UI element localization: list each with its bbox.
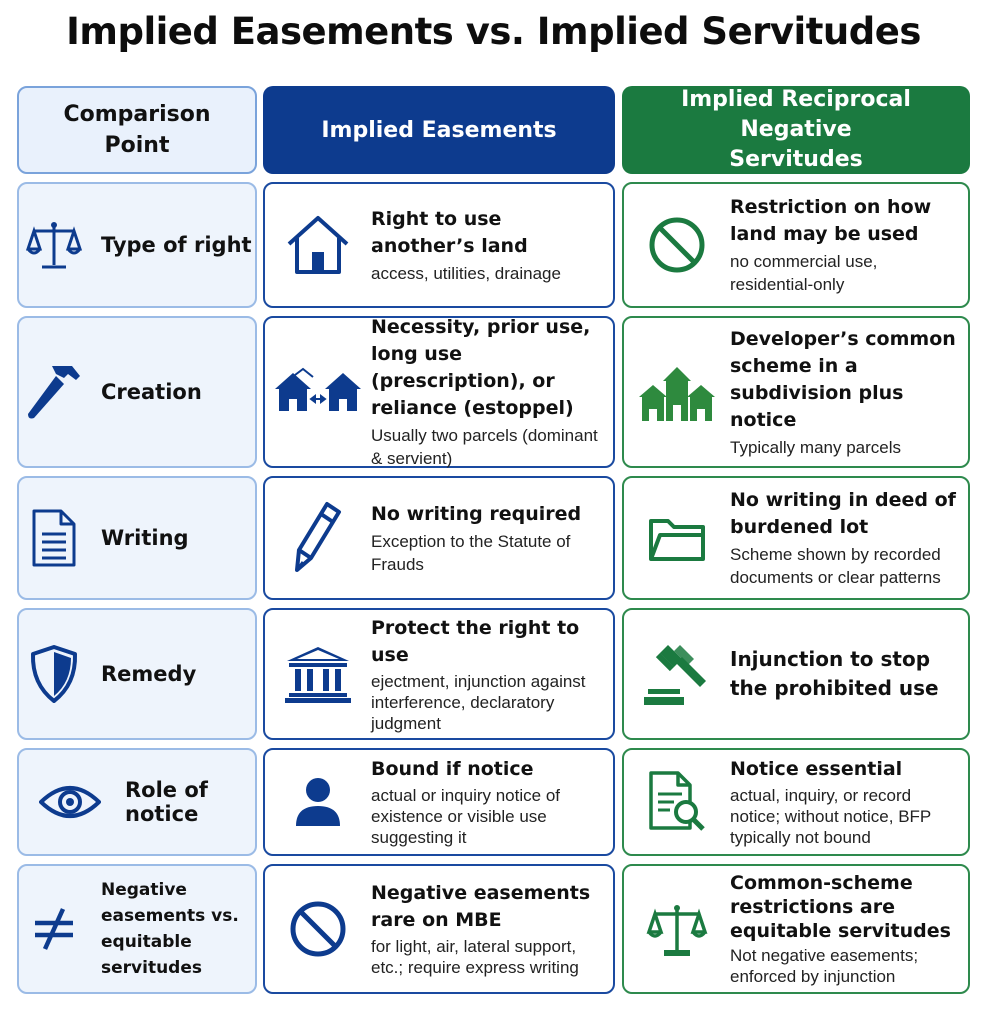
- point-label: Type of right: [101, 233, 252, 257]
- row-point-creation: Creation: [17, 316, 257, 468]
- easement-role-of-notice: Bound if notice actual or inquiry notice…: [263, 748, 615, 856]
- servitude-creation: Developer’s common scheme in a subdivisi…: [622, 316, 970, 468]
- scales-icon: [624, 900, 730, 958]
- not-equal-icon: [19, 907, 89, 951]
- servitude-remedy: Injunction to stop the prohibited use: [622, 608, 970, 740]
- row-point-negative-easements: Negative easements vs. equitable servitu…: [17, 864, 257, 994]
- easement-detail: access, utilities, drainage: [371, 263, 561, 283]
- easement-type-of-right: Right to use another’s land access, util…: [263, 182, 615, 308]
- document-search-icon: [624, 770, 730, 834]
- document-icon: [19, 508, 89, 568]
- easement-remedy: Protect the right to use ejectment, inju…: [263, 608, 615, 740]
- point-label: Remedy: [101, 662, 197, 686]
- easement-heading: Protect the right to use: [371, 616, 580, 666]
- easement-heading: Necessity, prior use, long use (prescrip…: [371, 316, 591, 419]
- easement-heading: Negative easements rare on MBE: [371, 882, 591, 931]
- easement-detail: Usually two parcels (dominant & servient…: [371, 426, 598, 468]
- servitude-heading: Notice essential: [730, 758, 903, 780]
- easement-detail: for light, air, lateral support, etc.; r…: [371, 937, 579, 977]
- pen-icon: [265, 500, 371, 576]
- easement-detail: ejectment, injunction against interferen…: [371, 671, 586, 733]
- page-title: Implied Easements vs. Implied Servitudes: [66, 10, 921, 53]
- point-label: Writing: [101, 526, 189, 550]
- servitude-detail: no commercial use, residential-only: [730, 252, 878, 294]
- servitude-detail: Not negative easements; enforced by inju…: [730, 946, 919, 986]
- folder-icon: [624, 513, 730, 563]
- header-comparison-point: Comparison Point: [17, 86, 257, 174]
- servitude-heading: Restriction on how land may be used: [730, 196, 932, 245]
- servitude-role-of-notice: Notice essential actual, inquiry, or rec…: [622, 748, 970, 856]
- servitude-negative-easements: Common-scheme restrictions are equitable…: [622, 864, 970, 994]
- servitude-heading: Common-scheme restrictions are equitable…: [730, 872, 951, 942]
- easement-negative-easements: Negative easements rare on MBE for light…: [263, 864, 615, 994]
- hammer-icon: [19, 362, 89, 422]
- eye-icon: [19, 782, 105, 822]
- servitude-type-of-right: Restriction on how land may be used no c…: [622, 182, 970, 308]
- prohibited-icon: [265, 899, 371, 959]
- servitude-heading: Injunction to stop the prohibited use: [730, 647, 939, 700]
- easement-writing: No writing required Exception to the Sta…: [263, 476, 615, 600]
- header-implied-servitudes: Implied Reciprocal Negative Servitudes: [622, 86, 970, 174]
- shield-icon: [19, 644, 89, 704]
- prohibited-icon: [624, 215, 730, 275]
- easement-detail: actual or inquiry notice of existence or…: [371, 786, 560, 847]
- easement-heading: Bound if notice: [371, 758, 534, 780]
- servitude-detail: Typically many parcels: [730, 437, 902, 457]
- two-houses-icon: [265, 367, 371, 417]
- servitude-detail: Scheme shown by recorded documents or cl…: [730, 545, 941, 587]
- row-point-writing: Writing: [17, 476, 257, 600]
- scales-icon: [19, 217, 89, 273]
- servitude-heading: No writing in deed of burdened lot: [730, 489, 956, 538]
- servitude-writing: No writing in deed of burdened lot Schem…: [622, 476, 970, 600]
- row-point-type-of-right: Type of right: [17, 182, 257, 308]
- houses-icon: [624, 361, 730, 423]
- courthouse-icon: [265, 645, 371, 703]
- gavel-icon: [624, 641, 730, 707]
- easement-heading: Right to use another’s land: [371, 207, 528, 257]
- point-label: Role of notice: [125, 778, 208, 826]
- house-icon: [265, 214, 371, 276]
- person-icon: [265, 776, 371, 828]
- header-implied-easements: Implied Easements: [263, 86, 615, 174]
- row-point-remedy: Remedy: [17, 608, 257, 740]
- point-label: Creation: [101, 380, 202, 404]
- row-point-role-of-notice: Role of notice: [17, 748, 257, 856]
- easement-creation: Necessity, prior use, long use (prescrip…: [263, 316, 615, 468]
- servitude-detail: actual, inquiry, or record notice; witho…: [730, 786, 931, 847]
- easement-detail: Exception to the Statute of Frauds: [371, 531, 571, 574]
- servitude-heading: Developer’s common scheme in a subdivisi…: [730, 327, 956, 431]
- point-label: Negative easements vs. equitable servitu…: [101, 880, 239, 978]
- easement-heading: No writing required: [371, 502, 582, 525]
